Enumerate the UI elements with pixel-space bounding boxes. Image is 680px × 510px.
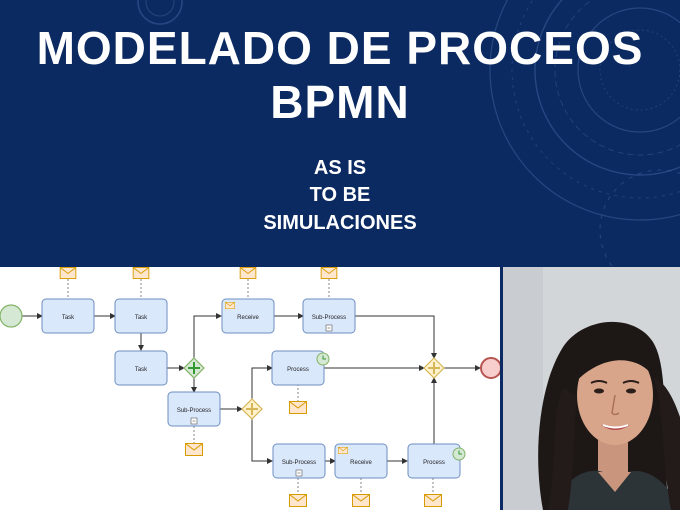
receive-task-1-label: Receive	[237, 315, 259, 321]
task-2-label: Task	[135, 315, 148, 321]
process-1-label: Process	[287, 367, 309, 373]
subtitle-as-is: AS IS	[313, 157, 367, 179]
envelope-icon	[225, 302, 235, 309]
envelope-icon	[338, 447, 348, 454]
receive-task-2: Receive	[334, 443, 388, 479]
message-associations	[67, 279, 434, 494]
message-object	[59, 267, 77, 279]
message-object	[424, 494, 442, 507]
message-object	[289, 401, 307, 414]
task-3: Task	[114, 350, 168, 386]
subprocess-1: Sub-Process	[302, 298, 356, 334]
receive-task-2-label: Receive	[350, 460, 372, 466]
message-object	[185, 443, 203, 456]
subtitle-to-be: TO BE	[309, 184, 371, 206]
timer-icon	[452, 447, 466, 461]
parallel-gateway-3	[423, 357, 445, 379]
message-object	[289, 494, 307, 507]
bpmn-diagram-canvas: Task Task Task Receive Sub-Process	[0, 267, 502, 507]
end-event	[480, 357, 502, 379]
start-event	[0, 304, 23, 328]
portrait-photo	[503, 267, 680, 510]
receive-task-1: Receive	[221, 298, 275, 334]
message-object	[132, 267, 150, 279]
title-line-2: BPMN	[270, 76, 410, 128]
portrait-illustration	[503, 267, 680, 510]
message-object	[352, 494, 370, 507]
title-line-1: MODELADO DE PROCEOS	[36, 22, 644, 74]
message-object	[320, 267, 338, 279]
sequence-flows	[22, 313, 481, 464]
subprocess-3-label: Sub-Process	[282, 460, 316, 466]
task-2: Task	[114, 298, 168, 334]
timer-icon	[316, 352, 330, 366]
process-2: Process	[407, 443, 466, 479]
bpmn-diagram: Task Task Task Receive Sub-Process	[0, 267, 502, 510]
subprocess-2: Sub-Process	[167, 391, 221, 427]
process-1: Process	[271, 350, 330, 386]
parallel-gateway-1	[183, 357, 205, 379]
message-object	[239, 267, 257, 279]
task-3-label: Task	[135, 367, 148, 373]
parallel-gateway-2	[241, 398, 263, 420]
title-banner: MODELADO DE PROCEOS BPMN AS IS TO BE SIM…	[36, 0, 680, 267]
task-1-label: Task	[62, 315, 75, 321]
subtitle-simulaciones: SIMULACIONES	[263, 212, 417, 234]
subprocess-1-label: Sub-Process	[312, 315, 346, 321]
subprocess-2-label: Sub-Process	[177, 408, 211, 414]
task-1: Task	[41, 298, 95, 334]
process-2-label: Process	[423, 460, 445, 466]
subprocess-3: Sub-Process	[272, 443, 326, 479]
tech-circles-decoration	[137, 0, 680, 267]
